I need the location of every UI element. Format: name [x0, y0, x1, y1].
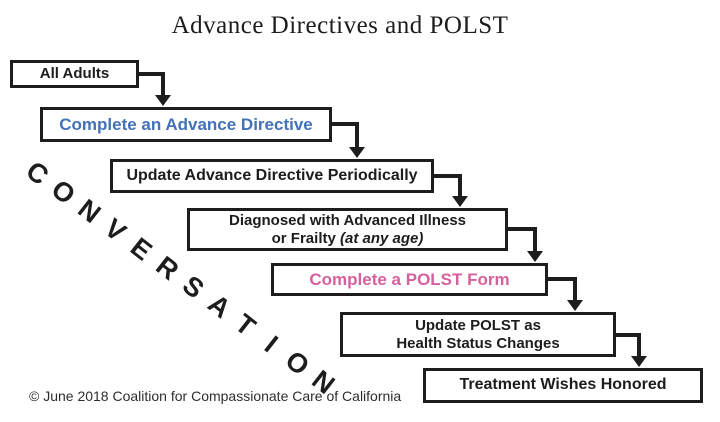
flow-box-label: Complete a POLST Form — [309, 269, 510, 289]
conversation-letter: O — [279, 344, 315, 382]
flow-box-treatment-wishes-honored: Treatment Wishes Honored — [423, 368, 703, 403]
arrowhead-down-icon — [567, 300, 583, 311]
conversation-letter: S — [176, 269, 210, 305]
arrowhead-down-icon — [527, 251, 543, 262]
arrowhead-down-icon — [349, 147, 365, 158]
flow-box-complete-polst-form: Complete a POLST Form — [271, 263, 548, 296]
conversation-letter: I — [259, 329, 284, 359]
arrowhead-down-icon — [155, 95, 171, 106]
flow-box-line2: Health Status Changes — [396, 334, 560, 352]
conversation-letter: A — [202, 288, 237, 324]
conversation-letter: T — [229, 308, 262, 343]
flow-box-label: Treatment Wishes Honored — [459, 376, 667, 394]
flow-box-line1: Update POLST as — [415, 317, 541, 335]
conversation-letter: N — [72, 193, 107, 229]
conversation-letter: E — [124, 231, 158, 267]
arrowhead-down-icon — [631, 356, 647, 367]
flow-box-all-adults: All Adults — [10, 60, 139, 88]
flow-box-update-polst: Update POLST as Health Status Changes — [340, 312, 616, 357]
flow-box-diagnosed-advanced-illness: Diagnosed with Advanced Illness or Frail… — [187, 208, 508, 251]
conversation-letter: C — [20, 155, 55, 191]
flow-box-line2: or Frailty (at any age) — [271, 229, 424, 247]
flow-box-label: Complete an Advance Directive — [59, 114, 313, 134]
conversation-letter: R — [150, 250, 185, 286]
conversation-letter: O — [45, 173, 81, 211]
flow-box-line1: Diagnosed with Advanced Illness — [229, 212, 466, 230]
flow-box-complete-advance-directive: Complete an Advance Directive — [40, 107, 332, 142]
conversation-letter: V — [98, 212, 132, 248]
arrowhead-down-icon — [452, 196, 468, 207]
page-title: Advance Directives and POLST — [171, 12, 509, 39]
copyright-credit: © June 2018 Coalition for Compassionate … — [29, 388, 402, 404]
flow-box-update-advance-directive: Update Advance Directive Periodically — [110, 159, 434, 193]
flow-box-label: Update Advance Directive Periodically — [126, 166, 418, 184]
flow-box-label: All Adults — [39, 65, 110, 83]
